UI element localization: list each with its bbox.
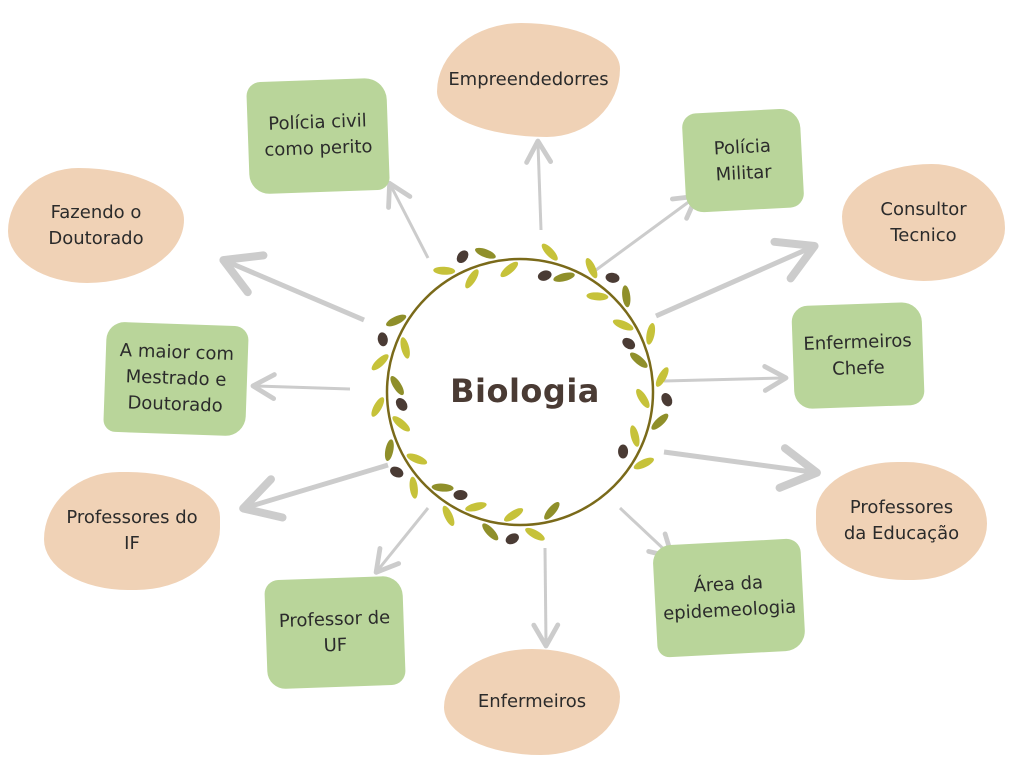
wreath-leaf bbox=[386, 314, 407, 327]
wreath-leaf bbox=[585, 258, 598, 279]
olive-wreath bbox=[371, 243, 673, 545]
node-professores-if: Professores do IF bbox=[44, 472, 220, 590]
node-label: Enfermeiros Chefe bbox=[803, 329, 913, 380]
wreath-leaf bbox=[629, 352, 648, 368]
wreath-olive bbox=[661, 393, 673, 407]
wreath-leaf bbox=[433, 266, 456, 275]
node-professor-uf: Professor de UF bbox=[264, 575, 406, 690]
wreath-olive bbox=[505, 533, 519, 545]
node-label: Fazendo o Doutorado bbox=[48, 201, 144, 249]
node-label: Professores do IF bbox=[66, 507, 198, 554]
node-label: Professores da Educação bbox=[843, 497, 960, 544]
wreath-leaf bbox=[409, 476, 418, 499]
wreath-olive bbox=[377, 332, 388, 347]
wreath-leaf bbox=[371, 354, 389, 371]
node-label: A maior com Mestrado e Doutorado bbox=[119, 340, 235, 417]
center-title: Biologia bbox=[450, 372, 600, 410]
wreath-leaf bbox=[630, 425, 640, 447]
wreath-leaf bbox=[646, 323, 656, 345]
wreath-leaf bbox=[636, 388, 650, 409]
wreath-leaf bbox=[500, 261, 519, 278]
wreath-leaf bbox=[442, 505, 455, 526]
wreath-olive bbox=[453, 490, 468, 501]
arrow-enfermeiros-chefe bbox=[663, 364, 789, 393]
arrow-professores-educacao bbox=[663, 444, 821, 492]
node-policia-civil: Polícia civil como perito bbox=[246, 77, 390, 195]
wreath-leaf bbox=[482, 523, 499, 541]
wreath-leaf bbox=[406, 453, 428, 465]
node-professores-educacao: Professores da Educação bbox=[816, 462, 987, 580]
node-area-epidemeologia: Área da epidemeologia bbox=[652, 538, 806, 658]
wreath-leaf bbox=[400, 337, 410, 359]
node-maior-mestrado: A maior com Mestrado e Doutorado bbox=[103, 321, 249, 437]
wreath-leaf bbox=[525, 527, 545, 541]
wreath-leaf bbox=[384, 439, 394, 461]
wreath-leaf bbox=[553, 272, 575, 282]
wreath-leaf bbox=[371, 397, 385, 417]
wreath-leaf bbox=[622, 285, 631, 308]
wreath-leaf bbox=[475, 247, 496, 259]
wreath-leaf bbox=[465, 269, 479, 289]
arrow-empreendedores bbox=[524, 138, 554, 231]
node-label: Professor de UF bbox=[278, 606, 391, 656]
wreath-leaf bbox=[655, 367, 669, 387]
wreath-leaf bbox=[651, 413, 669, 430]
wreath-leaf bbox=[392, 416, 411, 432]
arrow-maior-mestrado bbox=[250, 372, 351, 401]
node-policia-militar: Polícia Militar bbox=[681, 107, 805, 214]
wreath-olive bbox=[456, 250, 469, 264]
wreath-leaf bbox=[586, 292, 609, 301]
node-label: Empreendedorres bbox=[448, 69, 609, 90]
node-consultor-tecnico: Consultor Tecnico bbox=[842, 164, 1005, 281]
node-label: Polícia civil como perito bbox=[264, 110, 373, 161]
node-empreendedores: Empreendedorres bbox=[437, 23, 620, 137]
wreath-leaf bbox=[431, 483, 454, 492]
arrow-enfermeiros bbox=[531, 547, 561, 649]
arrow-fazendo-doutorado bbox=[219, 251, 365, 323]
arrow-consultor-tecnico bbox=[654, 237, 819, 319]
wreath-olive bbox=[390, 466, 404, 478]
wreath-leaf bbox=[612, 319, 634, 331]
node-enfermeiros: Enfermeiros bbox=[444, 649, 620, 755]
node-label: Consultor Tecnico bbox=[880, 198, 967, 246]
wreath-leaf bbox=[541, 243, 558, 261]
arrow-professor-uf bbox=[373, 507, 430, 575]
wreath-leaf bbox=[465, 502, 487, 512]
wreath-leaf bbox=[633, 457, 654, 470]
wreath-olive bbox=[618, 444, 629, 459]
arrow-policia-civil bbox=[386, 180, 430, 259]
node-label: Área da epidemeologia bbox=[662, 572, 797, 625]
node-enfermeiros-chefe: Enfermeiros Chefe bbox=[791, 301, 925, 410]
wreath-olive bbox=[622, 337, 636, 350]
wreath-leaf bbox=[503, 508, 524, 522]
arrow-policia-militar bbox=[595, 193, 699, 272]
wreath-olive bbox=[395, 398, 408, 411]
wreath-leaf bbox=[544, 501, 560, 520]
wreath-leaf bbox=[390, 375, 404, 396]
wreath-olive bbox=[605, 272, 620, 283]
node-label: Enfermeiros bbox=[477, 691, 587, 712]
arrow-professores-if bbox=[239, 462, 389, 522]
wreath-olive bbox=[537, 270, 552, 281]
node-label: Polícia Militar bbox=[713, 135, 773, 185]
node-fazendo-doutorado: Fazendo o Doutorado bbox=[8, 168, 184, 283]
